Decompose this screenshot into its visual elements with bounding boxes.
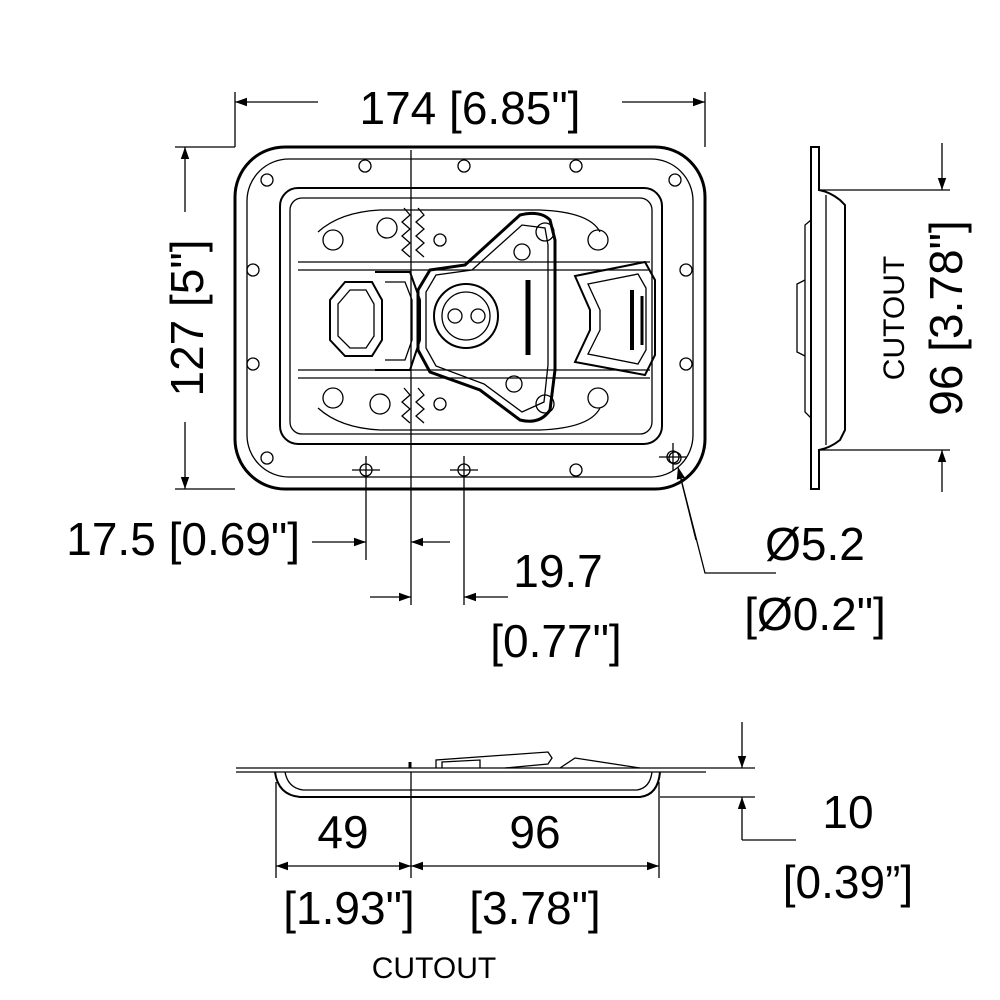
- bottom-right-inch: [3.78"]: [469, 882, 600, 934]
- hole-diameter-mm: Ø5.2: [765, 518, 865, 570]
- bottom-left-value: 49: [317, 806, 368, 858]
- bottom-left-inch: [1.93"]: [283, 882, 414, 934]
- side-view: [796, 146, 950, 490]
- mounting-holes: [246, 159, 693, 477]
- dim-offset-left: 17.5 [0.69"]: [66, 513, 450, 565]
- dim-depth: 10 [0.39”]: [737, 722, 913, 908]
- dim-height-total: 127 [5"]: [161, 146, 235, 490]
- height-total-label: 127 [5"]: [161, 239, 213, 396]
- offset-right-inch: [0.77"]: [490, 615, 621, 667]
- offset-left-label: 17.5 [0.69"]: [66, 513, 300, 565]
- bottom-right-value: 96: [509, 806, 560, 858]
- dim-bottom-left: 49 [1.93"]: [275, 772, 415, 934]
- dim-cutout-height: 96 [3.78"] CUTOUT: [878, 143, 972, 492]
- dim-hole-diameter: Ø5.2 [Ø0.2"]: [676, 466, 886, 640]
- dim-width-total: 174 [6.85"]: [234, 82, 706, 147]
- offset-right-value: 19.7: [513, 545, 603, 597]
- hole-diameter-in: [Ø0.2"]: [744, 588, 886, 640]
- flange-inner-edge: [246, 158, 694, 478]
- outer-flange: [233, 145, 707, 491]
- dimensioned-hole-1: [352, 456, 380, 560]
- cutout-label-bottom: CUTOUT: [372, 952, 496, 985]
- bottom-view: [236, 751, 755, 798]
- dim-bottom-right: 96 [3.78"]: [411, 782, 660, 934]
- latch-mechanism: [298, 207, 656, 431]
- dim-offset-right: 19.7 [0.77"]: [370, 545, 622, 667]
- dimensioned-hole-2: [450, 456, 478, 605]
- cutout-label-side: CUTOUT: [878, 256, 911, 380]
- depth-value: 10: [822, 786, 873, 838]
- dimensioned-hole-3: [659, 443, 687, 471]
- dish-outer: [279, 187, 663, 445]
- front-view: [233, 145, 707, 605]
- dish-inner: [289, 197, 653, 435]
- depth-inch: [0.39”]: [783, 856, 913, 908]
- width-total-label: 174 [6.85"]: [360, 82, 581, 134]
- cutout-height-label: 96 [3.78"]: [920, 220, 972, 415]
